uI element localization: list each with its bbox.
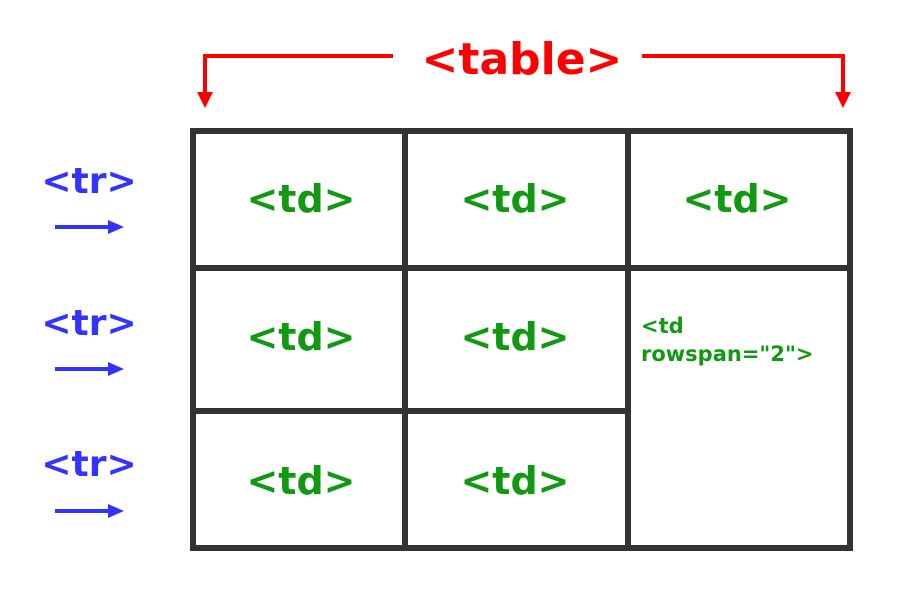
cell-r3c1: <td> bbox=[246, 459, 355, 503]
cell-r1c1: <td> bbox=[246, 177, 355, 221]
row-labels: <tr> <tr> <tr> bbox=[41, 161, 137, 518]
table-bracket-left bbox=[203, 54, 393, 100]
row-arrow-3-head bbox=[108, 504, 124, 518]
row-label-1: <tr> bbox=[41, 161, 136, 202]
cell-r1c3: <td> bbox=[682, 177, 791, 221]
table-bracket-left-arrowhead bbox=[197, 92, 213, 108]
row-label-3: <tr> bbox=[41, 444, 136, 485]
table-bracket-right-arrowhead bbox=[835, 92, 851, 108]
cell-r2c2: <td> bbox=[460, 315, 569, 359]
cell-r3c2: <td> bbox=[460, 459, 569, 503]
row-label-2: <tr> bbox=[41, 303, 136, 344]
cell-r2c1: <td> bbox=[246, 315, 355, 359]
cell-rowspan-line2: rowspan="2"> bbox=[641, 342, 814, 366]
table-grid bbox=[190, 128, 853, 551]
cell-rowspan-line1: <td bbox=[641, 314, 684, 338]
row-arrow-1-head bbox=[108, 220, 124, 234]
table-bracket-right bbox=[642, 54, 845, 100]
table-title: <table> bbox=[422, 34, 623, 85]
table-outer-border bbox=[190, 128, 853, 551]
table-bracket bbox=[197, 54, 851, 108]
cell-labels: <td> <td> <td> <td> <td> <td rowspan="2"… bbox=[246, 177, 813, 503]
row-arrow-2-head bbox=[108, 362, 124, 376]
cell-r1c2: <td> bbox=[460, 177, 569, 221]
